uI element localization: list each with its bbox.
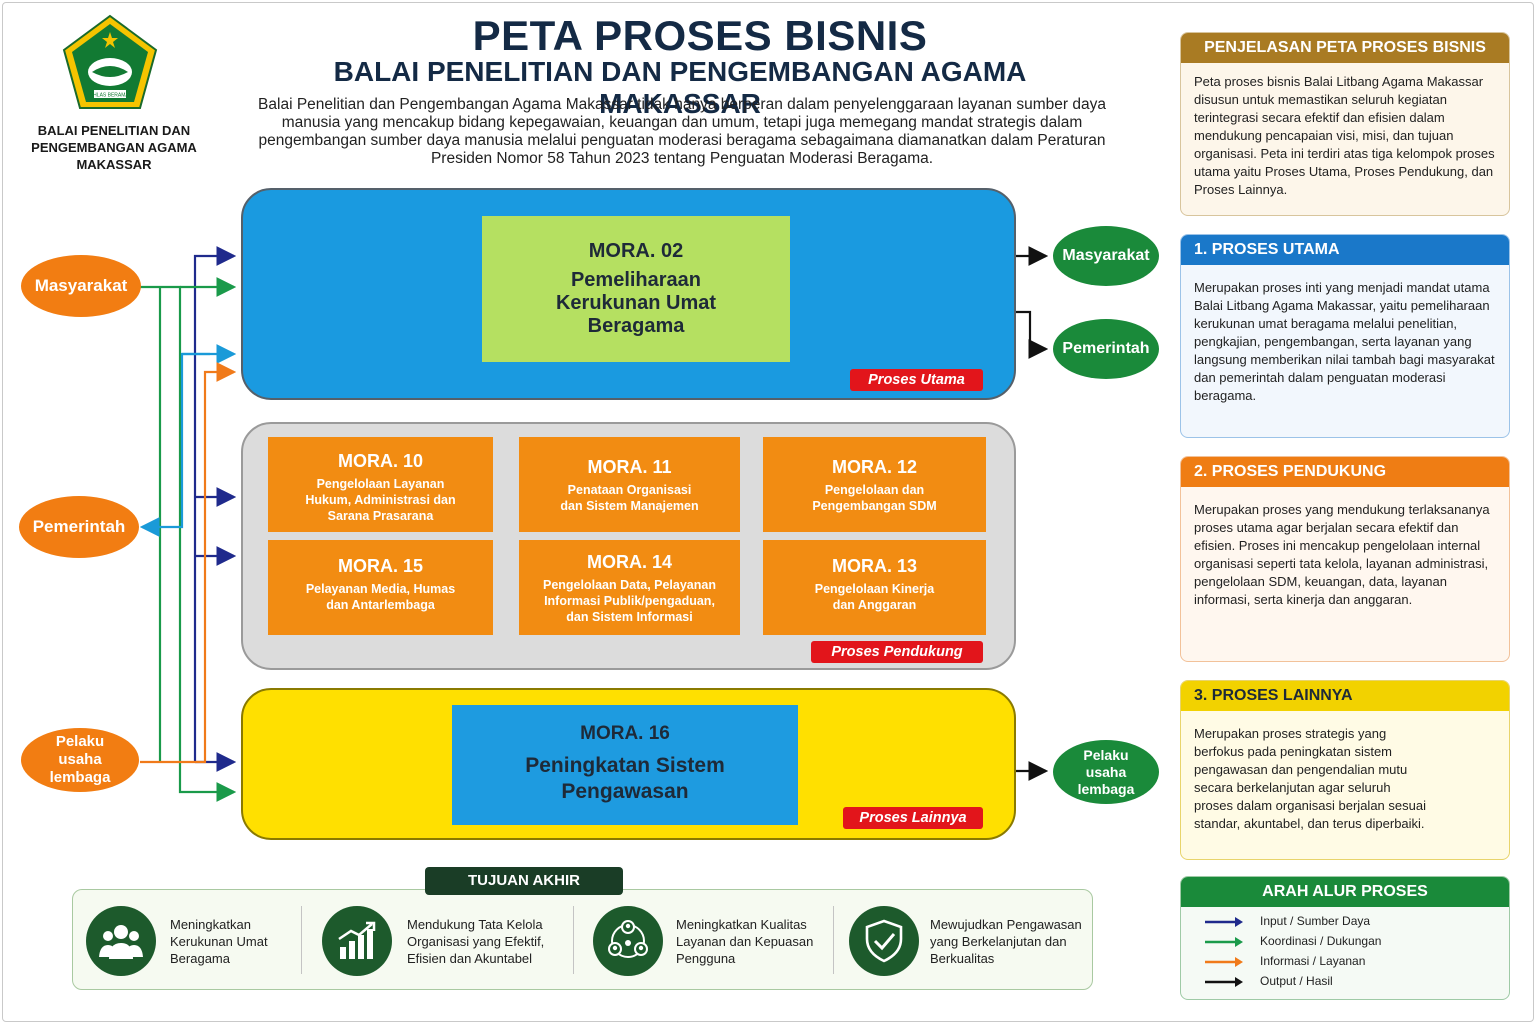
mora-16-code: MORA. 16 xyxy=(580,723,670,744)
logo-motto: IKHLAS BERAMAL xyxy=(88,93,131,99)
input-pelaku-usaha: Pelaku usaha lembaga xyxy=(21,728,139,792)
proses-lainnya-tag: Proses Lainnya xyxy=(843,807,983,829)
proses-pendukung-panel-title: 2. PROSES PENDUKUNG xyxy=(1181,457,1509,487)
mora-15-name: Pelayanan Media, Humas dan Antarlembaga xyxy=(305,582,456,612)
mora-11-card: MORA. 11 Penataan Organisasi dan Sistem … xyxy=(519,437,740,532)
mora-13-code: MORA. 13 xyxy=(831,556,918,576)
mora-13-name: Pengelolaan Kinerja dan Anggaran xyxy=(814,582,935,612)
legend-informasi: Informasi / Layanan xyxy=(1181,953,1509,973)
mora-12-name: Pengelolaan dan Pengembangan SDM xyxy=(812,483,937,513)
mora-12-card: MORA. 12 Pengelolaan dan Pengembangan SD… xyxy=(763,437,986,532)
proses-utama-panel-text: Merupakan proses inti yang menjadi manda… xyxy=(1194,280,1495,403)
mora-15-card: MORA. 15 Pelayanan Media, Humas dan Anta… xyxy=(268,540,493,635)
mora-15-code: MORA. 15 xyxy=(337,556,424,576)
mora-14-card: MORA. 14 Pengelolaan Data, Pelayanan Inf… xyxy=(519,540,740,635)
proses-utama-panel: 1. PROSES UTAMA Merupakan proses inti ya… xyxy=(1180,234,1510,438)
penjelasan-panel: PENJELASAN PETA PROSES BISNIS Peta prose… xyxy=(1180,32,1510,216)
tujuan-divider-3 xyxy=(833,906,834,974)
output-pelaku-usaha: Pelaku usaha lembaga xyxy=(1053,740,1159,804)
output-masyarakat: Masyarakat xyxy=(1053,226,1159,286)
tujuan-text-1: Meningkatkan Kerukunan Umat Beragama xyxy=(170,917,268,966)
navy-arrow-icon xyxy=(1205,917,1243,927)
output-pemerintah: Pemerintah xyxy=(1053,319,1159,379)
penjelasan-title: PENJELASAN PETA PROSES BISNIS xyxy=(1181,33,1509,63)
tujuan-akhir-panel xyxy=(72,889,1093,990)
legend-koordinasi: Koordinasi / Dukungan xyxy=(1181,933,1509,953)
intro-paragraph: Balai Penelitian dan Pengembangan Agama … xyxy=(258,96,1106,167)
mora-10-name: Pengelolaan Layanan Hukum, Administrasi … xyxy=(305,477,456,523)
growth-chart-icon xyxy=(322,906,392,976)
proses-lainnya-panel-title: 3. PROSES LAINNYA xyxy=(1181,681,1509,711)
arah-alur-title: ARAH ALUR PROSES xyxy=(1181,877,1509,907)
page-title: PETA PROSES BISNIS xyxy=(472,12,928,59)
legend-output-label: Output / Hasil xyxy=(1260,974,1333,988)
proses-lainnya-panel: 3. PROSES LAINNYA Merupakan proses strat… xyxy=(1180,680,1510,860)
mora-10-code: MORA. 10 xyxy=(337,451,424,471)
legend-input: Input / Sumber Daya xyxy=(1181,913,1509,933)
tujuan-text-3: Meningkatkan Kualitas Layanan dan Kepuas… xyxy=(676,917,814,966)
page-subtitle: BALAI PENELITIAN DAN PENGEMBANGAN AGAMA … xyxy=(333,56,1027,119)
input-pemerintah: Pemerintah xyxy=(19,496,139,558)
mora-14-name: Pengelolaan Data, Pelayanan Informasi Pu… xyxy=(543,578,716,624)
mora-16-name: Peningkatan Sistem Pengawasan xyxy=(525,754,725,803)
mora-16-card: MORA. 16 Peningkatan Sistem Pengawasan xyxy=(452,705,798,825)
people-icon xyxy=(86,906,156,976)
mora-11-code: MORA. 11 xyxy=(587,457,672,477)
proses-pendukung-tag: Proses Pendukung xyxy=(811,641,983,663)
green-arrow-icon xyxy=(1205,937,1243,947)
proses-pendukung-panel: 2. PROSES PENDUKUNG Merupakan proses yan… xyxy=(1180,456,1510,662)
service-network-icon xyxy=(593,906,663,976)
proses-pendukung-panel-text: Merupakan proses yang mendukung terlaksa… xyxy=(1194,502,1490,607)
mora-12-code: MORA. 12 xyxy=(831,457,918,477)
mora-11-name: Penataan Organisasi dan Sistem Manajemen xyxy=(560,483,699,513)
mora-13-card: MORA. 13 Pengelolaan Kinerja dan Anggara… xyxy=(763,540,986,635)
tujuan-akhir-title: TUJUAN AKHIR xyxy=(425,867,623,895)
legend-informasi-label: Informasi / Layanan xyxy=(1260,954,1366,968)
mora-14-code: MORA. 14 xyxy=(586,552,673,572)
penjelasan-text: Peta proses bisnis Balai Litbang Agama M… xyxy=(1194,74,1495,197)
input-masyarakat: Masyarakat xyxy=(21,255,141,317)
proses-lainnya-panel-text: Merupakan proses strategis yang berfokus… xyxy=(1194,726,1426,831)
tujuan-divider-2 xyxy=(573,906,574,974)
legend-koordinasi-label: Koordinasi / Dukungan xyxy=(1260,934,1382,948)
mora-02-name: Pemeliharaan Kerukunan Umat Beragama xyxy=(555,269,717,337)
shield-check-icon xyxy=(849,906,919,976)
mora-02-card: MORA. 02 Pemeliharaan Kerukunan Umat Ber… xyxy=(482,216,790,362)
kemenag-logo: IKHLAS BERAMAL xyxy=(62,14,158,109)
tujuan-divider-1 xyxy=(301,906,302,974)
legend-output: Output / Hasil xyxy=(1181,973,1509,993)
tujuan-text-2: Mendukung Tata Kelola Organisasi yang Ef… xyxy=(407,917,545,966)
arah-alur-panel: ARAH ALUR PROSES Input / Sumber Daya Koo… xyxy=(1180,876,1510,1000)
proses-utama-panel-title: 1. PROSES UTAMA xyxy=(1181,235,1509,265)
black-arrow-icon xyxy=(1205,977,1243,987)
org-name: BALAI PENELITIAN DAN PENGEMBANGAN AGAMA … xyxy=(31,123,197,172)
proses-utama-tag: Proses Utama xyxy=(850,369,983,391)
mora-02-code: MORA. 02 xyxy=(588,240,684,262)
legend-input-label: Input / Sumber Daya xyxy=(1260,914,1371,928)
mora-10-card: MORA. 10 Pengelolaan Layanan Hukum, Admi… xyxy=(268,437,493,532)
orange-arrow-icon xyxy=(1205,957,1243,967)
tujuan-text-4: Mewujudkan Pengawasan yang Berkelanjutan… xyxy=(930,917,1082,966)
